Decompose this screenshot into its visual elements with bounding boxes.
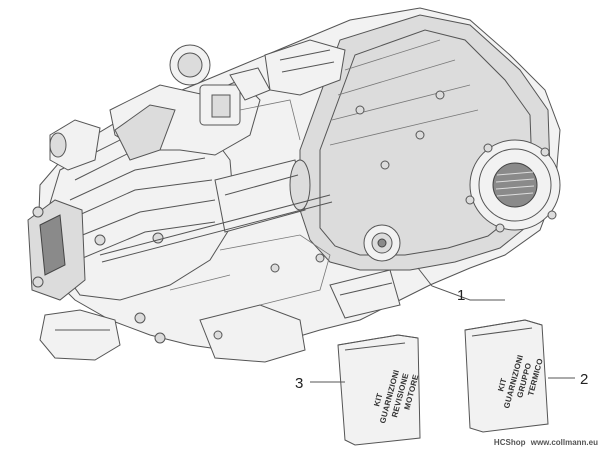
watermark-site: www.collmann.eu <box>530 438 598 447</box>
callout-3-number: 3 <box>295 375 303 392</box>
callout-1-number: 1 <box>457 287 465 304</box>
watermark: HCShop www.collmann.eu <box>494 438 598 447</box>
callout-2-number: 2 <box>580 371 588 388</box>
svg-text:HCShop www.collmann.eu: HCShop www.collmann.eu <box>494 438 598 447</box>
watermark-brand: HCShop <box>494 438 526 447</box>
callout-2: 2 <box>548 371 588 388</box>
engine-assembly-drawing <box>27 7 561 363</box>
gasket-kit-bag-left: KIT GUARNIZIONI REVISIONE MOTORE <box>337 334 421 446</box>
bag-right-line-1: KIT <box>496 377 508 392</box>
gasket-kit-bag-right: KIT GUARNIZIONI GRUPPO TERMICO <box>464 319 549 433</box>
callout-1: 1 <box>417 267 505 304</box>
bag-left-line-1: KIT <box>372 392 384 407</box>
callout-3: 3 <box>295 375 345 392</box>
